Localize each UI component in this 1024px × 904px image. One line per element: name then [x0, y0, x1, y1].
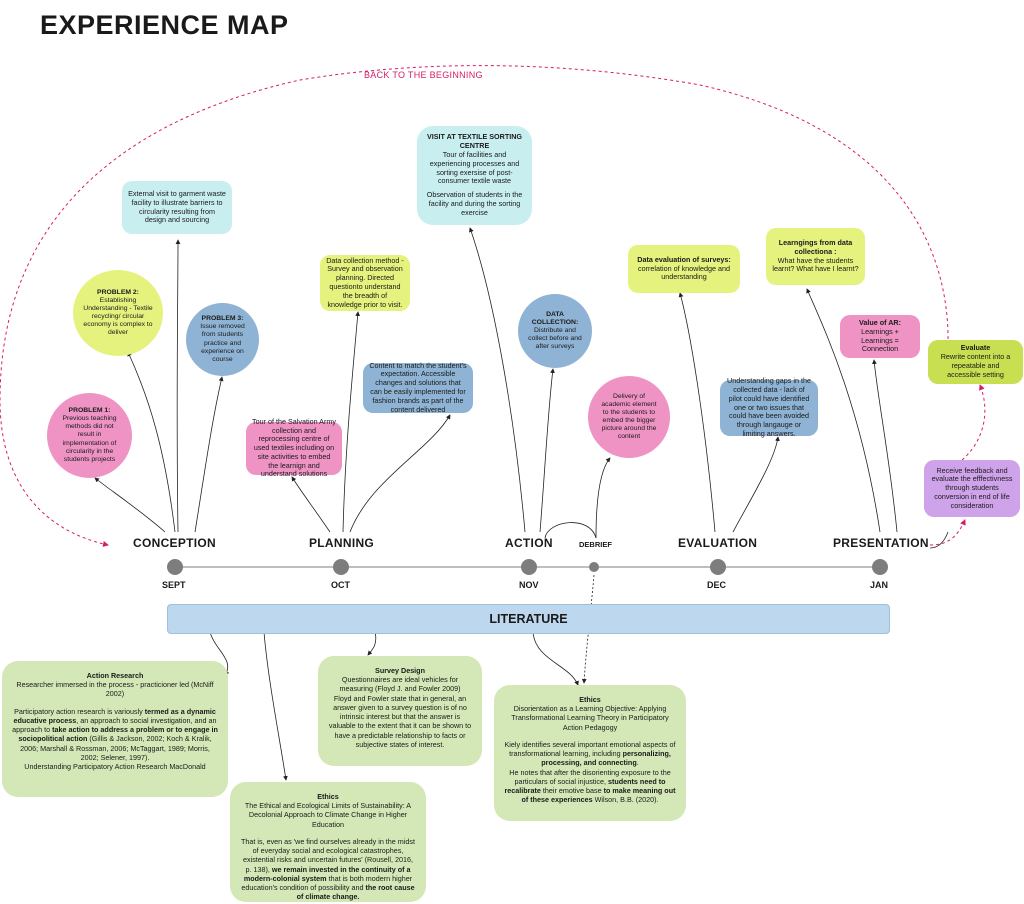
node-salvation-army: Tour of the Salvation Army collection an… — [246, 417, 342, 478]
data-collection-body: Distribute and collect before and after … — [528, 326, 582, 351]
lit-survey-design: Survey Design Questionnaires are ideal v… — [318, 656, 482, 766]
node-external-visit-text: External visit to garment waste facility… — [128, 188, 226, 225]
month-nov: NOV — [519, 580, 539, 590]
debrief-ethics-link — [581, 574, 595, 684]
lit-ar-p2b: termed as a dynamic educative process — [13, 706, 216, 725]
node-value-of-ar: Value of AR: Learnings + Learnings = Con… — [840, 315, 920, 358]
lit-ethics-disorientation: Ethics Disorientation as a Learning Obje… — [494, 685, 686, 821]
node-delivery-academic: Delivery of academic element to the stud… — [588, 376, 670, 458]
visit-title: VISIT AT TEXTILE SORTING CENTRE — [426, 132, 523, 151]
node-data-collection-method-text: Data collection method - Survey and obse… — [326, 255, 404, 309]
node-content-match: Content to match the student's expectati… — [363, 360, 473, 414]
visit-body-2: Observation of students in the facility … — [426, 190, 523, 217]
month-sept: SEPT — [162, 580, 186, 590]
stage-conception: CONCEPTION — [133, 536, 217, 550]
learnings-body: What have the students learnt? What have… — [772, 255, 859, 274]
data-collection-title: DATA COLLECTION: — [531, 310, 579, 326]
problem-3-body: Issue removed from students practice and… — [200, 323, 245, 363]
lit-ar-title: Action Research — [86, 671, 144, 680]
lit-ethics1-p2b: personalizing, processing, and connectin… — [541, 749, 671, 768]
problem-1-body: Previous teaching methods did not result… — [62, 415, 117, 463]
back-loop-line — [0, 65, 949, 547]
node-data-collection-method: Data collection method - Survey and obse… — [320, 255, 410, 311]
back-to-beginning-label: BACK TO THE BEGINNING — [364, 70, 483, 80]
lit-ethics1-p3a: He notes that after the disorienting exp… — [509, 767, 671, 786]
stage-presentation: PRESENTATION — [833, 536, 929, 550]
node-problem-2: PROBLEM 2: Establishing Understanding - … — [73, 270, 163, 356]
node-problem-1: PROBLEM 1: Previous teaching methods did… — [47, 393, 132, 478]
stage-debrief: DEBRIEF — [579, 540, 612, 549]
lit-ethics2-p2a: That is, even as 'we find ourselves alre… — [241, 836, 415, 874]
problem-2-body: Establishing Understanding - Textile rec… — [83, 296, 153, 337]
stage-planning: PLANNING — [309, 536, 375, 550]
month-oct: OCT — [331, 580, 350, 590]
lit-ar-p2d: take action to address a problem or to e… — [18, 725, 218, 744]
lit-survey-p2: Floyd and Fowler state that in general, … — [328, 693, 472, 749]
lit-ethics1-p2a: Kiely identifies several important emoti… — [504, 739, 676, 759]
evaluate-body: Rewrite content into a repeatable and ac… — [940, 352, 1011, 379]
node-content-match-text: Content to match the student's expectati… — [369, 360, 467, 414]
month-dec: DEC — [707, 580, 727, 590]
node-evaluate: Evaluate Rewrite content into a repeatab… — [928, 340, 1023, 384]
lit-ethics1-p2c: . — [636, 758, 639, 768]
lit-survey-p1: Questionnaires are ideal vehicles for me… — [339, 675, 461, 694]
lit-ar-p3: Understanding Participatory Action Resea… — [24, 761, 206, 771]
lit-ar-p2c: , an approach to social investigation, a… — [12, 715, 217, 735]
node-external-visit: External visit to garment waste facility… — [122, 181, 232, 234]
lit-ethics1-p3e: Wilson, B.B. (2020). — [592, 795, 659, 805]
visit-body-1: Tour of facilities and experiencing proc… — [429, 150, 520, 186]
month-jan: JAN — [870, 580, 889, 590]
timeline-dot-oct — [333, 559, 349, 575]
timeline-dot-debrief — [589, 562, 599, 572]
data-eval-body: correlation of knowledge and understandi… — [638, 263, 730, 282]
node-problem-3: PROBLEM 3: Issue removed from students p… — [186, 303, 259, 376]
lit-ar-p2a: Participatory action research is various… — [14, 706, 145, 716]
stage-evaluation: EVALUATION — [678, 536, 758, 550]
node-learnings: Learngings from data collectiona : What … — [766, 228, 865, 285]
page-title: EXPERIENCE MAP — [40, 10, 289, 40]
data-eval-title: Data evaluation of surveys: — [637, 254, 731, 264]
problem-1-title: PROBLEM 1: — [68, 407, 111, 415]
lit-ethics2-p1: The Ethical and Ecological Limits of Sus… — [244, 801, 412, 829]
timeline-dot-dec — [710, 559, 726, 575]
lit-ethics2-p2b: we remain invested in the continuity of … — [243, 864, 411, 883]
node-receive-feedback: Receive feedback and evaluate the efffec… — [924, 460, 1020, 517]
stage-action: ACTION — [505, 536, 553, 550]
lit-survey-title: Survey Design — [375, 666, 425, 675]
lit-ar-p2e: (Gillis & Jackson, 2002; Koch & Kralik, … — [20, 734, 212, 762]
lit-ethics1-p1: Disorientation as a Learning Objective: … — [511, 704, 669, 732]
lit-ar-p1: Researcher immersed in the process - pra… — [16, 680, 214, 699]
lit-ethics-decolonial: Ethics The Ethical and Ecological Limits… — [230, 782, 426, 902]
value-body: Learnings + Learnings = Connection — [861, 326, 899, 354]
lit-action-research: Action Research Researcher immersed in t… — [2, 661, 228, 797]
timeline-dot-nov — [521, 559, 537, 575]
evaluate-title: Evaluate — [960, 343, 991, 353]
timeline-dot-jan — [872, 559, 888, 575]
node-gaps-text: Understanding gaps in the collected data… — [727, 376, 811, 438]
lit-ethics2-title: Ethics — [317, 792, 339, 801]
lit-ethics2-p2c: that is both modern higher education's c… — [241, 873, 413, 892]
feedback-to-evaluate-line — [961, 384, 986, 461]
value-title: Value of AR: — [858, 317, 902, 327]
literature-bar: LITERATURE — [167, 604, 890, 634]
lit-ethics1-p3b: students need to recalibrate — [504, 776, 666, 795]
node-data-collection: DATA COLLECTION: Distribute and collect … — [518, 294, 592, 368]
lit-ethics2-p2d: the root cause of climate change. — [296, 882, 415, 902]
lit-ethics1-title: Ethics — [579, 695, 601, 704]
node-delivery-text: Delivery of academic element to the stud… — [601, 392, 657, 441]
lit-ethics1-p3c: their emotive base — [540, 785, 604, 795]
presentation-to-feedback-line — [929, 519, 966, 546]
lit-ethics1-p3d: to make meaning out of these experiences — [521, 785, 676, 805]
timeline-dot-sept — [167, 559, 183, 575]
node-understanding-gaps: Understanding gaps in the collected data… — [720, 376, 818, 438]
node-visit-textile-sorting: VISIT AT TEXTILE SORTING CENTRE Tour of … — [417, 126, 532, 225]
node-data-evaluation: Data evaluation of surveys: correlation … — [628, 245, 740, 293]
node-salvation-army-text: Tour of the Salvation Army collection an… — [252, 416, 336, 479]
problem-3-title: PROBLEM 3: — [201, 315, 244, 323]
node-feedback-text: Receive feedback and evaluate the efffec… — [931, 465, 1013, 510]
problem-2-title: PROBLEM 2: — [97, 288, 139, 296]
learnings-title: Learngings from data collectiona : — [778, 237, 853, 256]
